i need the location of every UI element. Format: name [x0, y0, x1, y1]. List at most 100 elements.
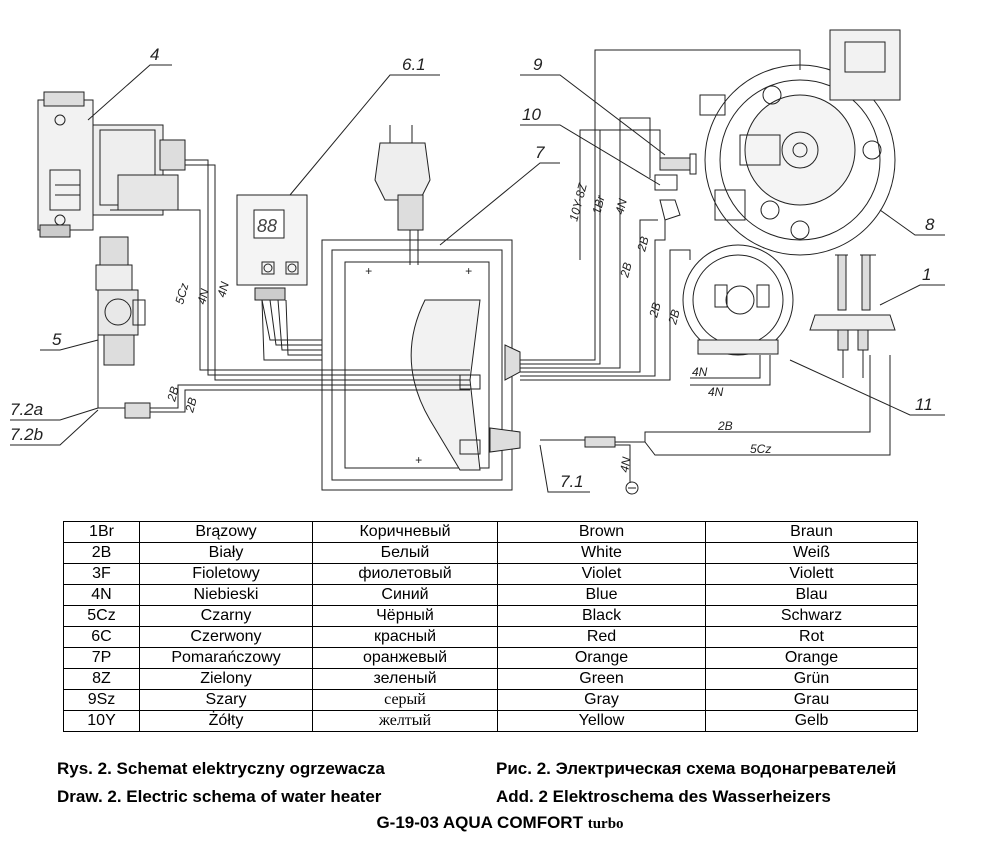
caption-english: Draw. 2. Electric schema of water heater [57, 787, 382, 806]
model-caption: G-19-03 AQUA COMFORT turbo [0, 813, 1000, 833]
cell-english: Orange [497, 647, 706, 669]
cell-polish: Czerwony [139, 626, 313, 648]
cell-russian: зеленый [312, 668, 498, 690]
cell-english: Gray [497, 689, 706, 711]
cell-english: Brown [497, 521, 706, 543]
cell-german: Rot [705, 626, 918, 648]
label-7: 7 [535, 143, 545, 162]
wire-5cz-left: 5Cz [172, 282, 191, 306]
cell-polish: Żółty [139, 710, 313, 732]
ignition-electrodes [809, 254, 896, 351]
label-7-2a: 7.2a [10, 400, 43, 419]
display-board: 88 [236, 194, 308, 301]
cell-code: 2B [63, 542, 140, 564]
label-7-2b: 7.2b [10, 425, 43, 444]
cell-english: Violet [497, 563, 706, 585]
cell-polish: Szary [139, 689, 313, 711]
cell-german: Blau [705, 584, 918, 606]
cell-english: Blue [497, 584, 706, 606]
wire-2b-left-a: 2B [164, 385, 182, 404]
wire-10y-8z: 10Y-8Z [566, 181, 590, 222]
cell-german: Gelb [705, 710, 918, 732]
svg-text:+: + [465, 264, 472, 278]
control-box: + + + [321, 239, 513, 491]
cell-german: Schwarz [705, 605, 918, 627]
wire-2b-top-d: 2B [665, 308, 683, 327]
cell-code: 8Z [63, 668, 140, 690]
cell-german: Orange [705, 647, 918, 669]
cell-russian: Коричневый [312, 521, 498, 543]
mains-plug [374, 125, 431, 265]
fan [699, 29, 901, 256]
cell-code: 10Y [63, 710, 140, 732]
wire-1br: 1Br [589, 193, 608, 216]
cell-polish: Fioletowy [139, 563, 313, 585]
switch-10 [654, 174, 681, 221]
wire-5cz-bottom: 5Cz [750, 442, 771, 456]
label-7-1: 7.1 [560, 472, 584, 491]
wire-4n-right-a: 4N [692, 365, 708, 379]
wire-2b-left-b: 2B [182, 396, 200, 415]
cell-code: 9Sz [63, 689, 140, 711]
wire-4n-right-b: 4N [708, 385, 724, 399]
gas-valve [37, 91, 186, 238]
label-8: 8 [925, 215, 935, 234]
caption-german: Add. 2 Elektroschema des Wasserheizers [496, 787, 831, 806]
cell-polish: Pomarańczowy [139, 647, 313, 669]
cell-russian: Чёрный [312, 605, 498, 627]
cell-russian: желтый [312, 710, 498, 732]
cell-german: Weiß [705, 542, 918, 564]
cell-russian: красный [312, 626, 498, 648]
cell-russian: Белый [312, 542, 498, 564]
cell-russian: Синий [312, 584, 498, 606]
cell-code: 4N [63, 584, 140, 606]
water-valve [95, 236, 146, 366]
grommets [489, 344, 616, 453]
caption-russian: Рис. 2. Электрическая схема водонагреват… [496, 759, 897, 778]
wire-2b-top-a: 2B [617, 261, 635, 280]
cell-polish: Zielony [139, 668, 313, 690]
cell-polish: Czarny [139, 605, 313, 627]
svg-text:+: + [365, 264, 372, 278]
cell-polish: Biały [139, 542, 313, 564]
label-5: 5 [52, 330, 62, 349]
ground-terminal [625, 481, 639, 495]
wire-2b-top-c: 2B [646, 301, 664, 320]
cell-english: Yellow [497, 710, 706, 732]
wire-4n-top: 4N [612, 197, 630, 216]
wire-4n-left-a: 4N [194, 287, 212, 306]
label-1: 1 [922, 265, 931, 284]
label-6-1: 6.1 [402, 55, 426, 74]
cell-code: 6C [63, 626, 140, 648]
cell-russian: фиолетовый [312, 563, 498, 585]
leader-lines [10, 64, 945, 493]
label-4: 4 [150, 45, 159, 64]
wire-4n-ground: 4N [617, 456, 634, 474]
wire-harness [97, 49, 891, 483]
label-11: 11 [915, 395, 933, 414]
pressure-switch [682, 244, 794, 356]
cell-english: Green [497, 668, 706, 690]
cell-code: 5Cz [63, 605, 140, 627]
cell-german: Grün [705, 668, 918, 690]
wire-2b-top-b: 2B [634, 235, 652, 254]
cell-polish: Brązowy [139, 521, 313, 543]
cell-german: Braun [705, 521, 918, 543]
cell-english: Black [497, 605, 706, 627]
model-suffix: turbo [587, 816, 624, 832]
model-name: G-19-03 AQUA COMFORT [376, 813, 583, 832]
wire-2b-bottom: 2B [717, 419, 733, 433]
cell-russian: серый [312, 689, 498, 711]
cell-russian: оранжевый [312, 647, 498, 669]
caption-polish: Rys. 2. Schemat elektryczny ogrzewacza [57, 759, 385, 778]
cell-code: 1Br [63, 521, 140, 543]
